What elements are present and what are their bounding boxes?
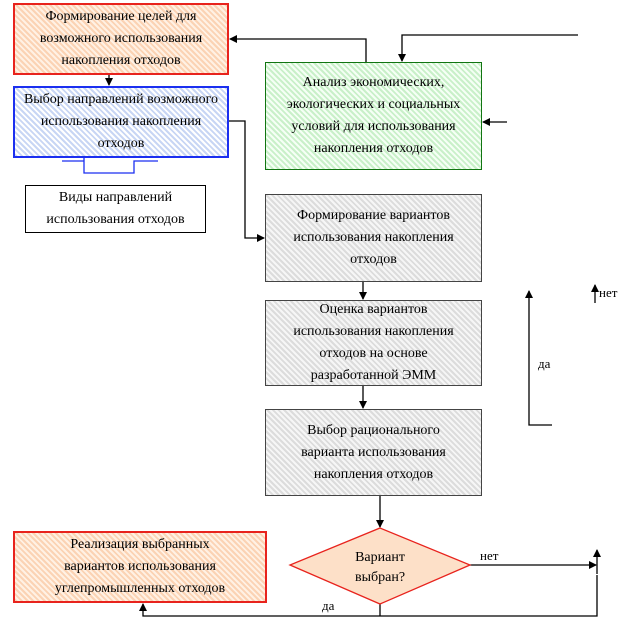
label-yes-right: да bbox=[538, 356, 551, 371]
box-evaluation: Оценка вариантов использования накоплени… bbox=[265, 300, 482, 386]
box-analysis-text: Анализ экономических, экологических и со… bbox=[286, 75, 461, 156]
directions-tab bbox=[62, 158, 158, 174]
line-bottom bbox=[139, 575, 598, 617]
box-variants-text: Формирование вариантов использования нак… bbox=[293, 208, 454, 267]
arrow-input-to-analysis bbox=[398, 34, 578, 62]
arrow-right-yes-loop bbox=[525, 290, 552, 426]
arrow-directions-to-variants bbox=[229, 120, 265, 242]
box-goals-text: Формирование целей для возможного исполь… bbox=[39, 9, 203, 68]
label-no-right: нет bbox=[599, 285, 618, 300]
label-yes-bottom: да bbox=[322, 598, 335, 613]
box-implementation-text: Реализация выбранных вариантов использов… bbox=[54, 537, 226, 596]
box-types-text: Виды направлений использования отходов bbox=[46, 190, 185, 227]
box-goals: Формирование целей для возможного исполь… bbox=[13, 3, 229, 75]
box-directions: Выбор направлений возможного использован… bbox=[13, 86, 229, 158]
label-no-bottom: нет bbox=[480, 548, 499, 563]
box-variants: Формирование вариантов использования нак… bbox=[265, 194, 482, 282]
box-directions-text: Выбор направлений возможного использован… bbox=[23, 92, 219, 151]
arrow-analysis-to-goals bbox=[229, 35, 367, 62]
box-choice-text: Выбор рационального варианта использован… bbox=[301, 422, 446, 482]
box-types: Виды направлений использования отходов bbox=[25, 185, 206, 233]
box-analysis: Анализ экономических, экологических и со… bbox=[265, 62, 482, 170]
box-evaluation-text: Оценка вариантов использования накоплени… bbox=[293, 302, 454, 383]
decision-text: Вариант выбран? bbox=[354, 550, 406, 585]
decision-diamond bbox=[288, 527, 472, 605]
box-implementation: Реализация выбранных вариантов использов… bbox=[13, 531, 267, 603]
box-choice: Выбор рационального варианта использован… bbox=[265, 409, 482, 496]
